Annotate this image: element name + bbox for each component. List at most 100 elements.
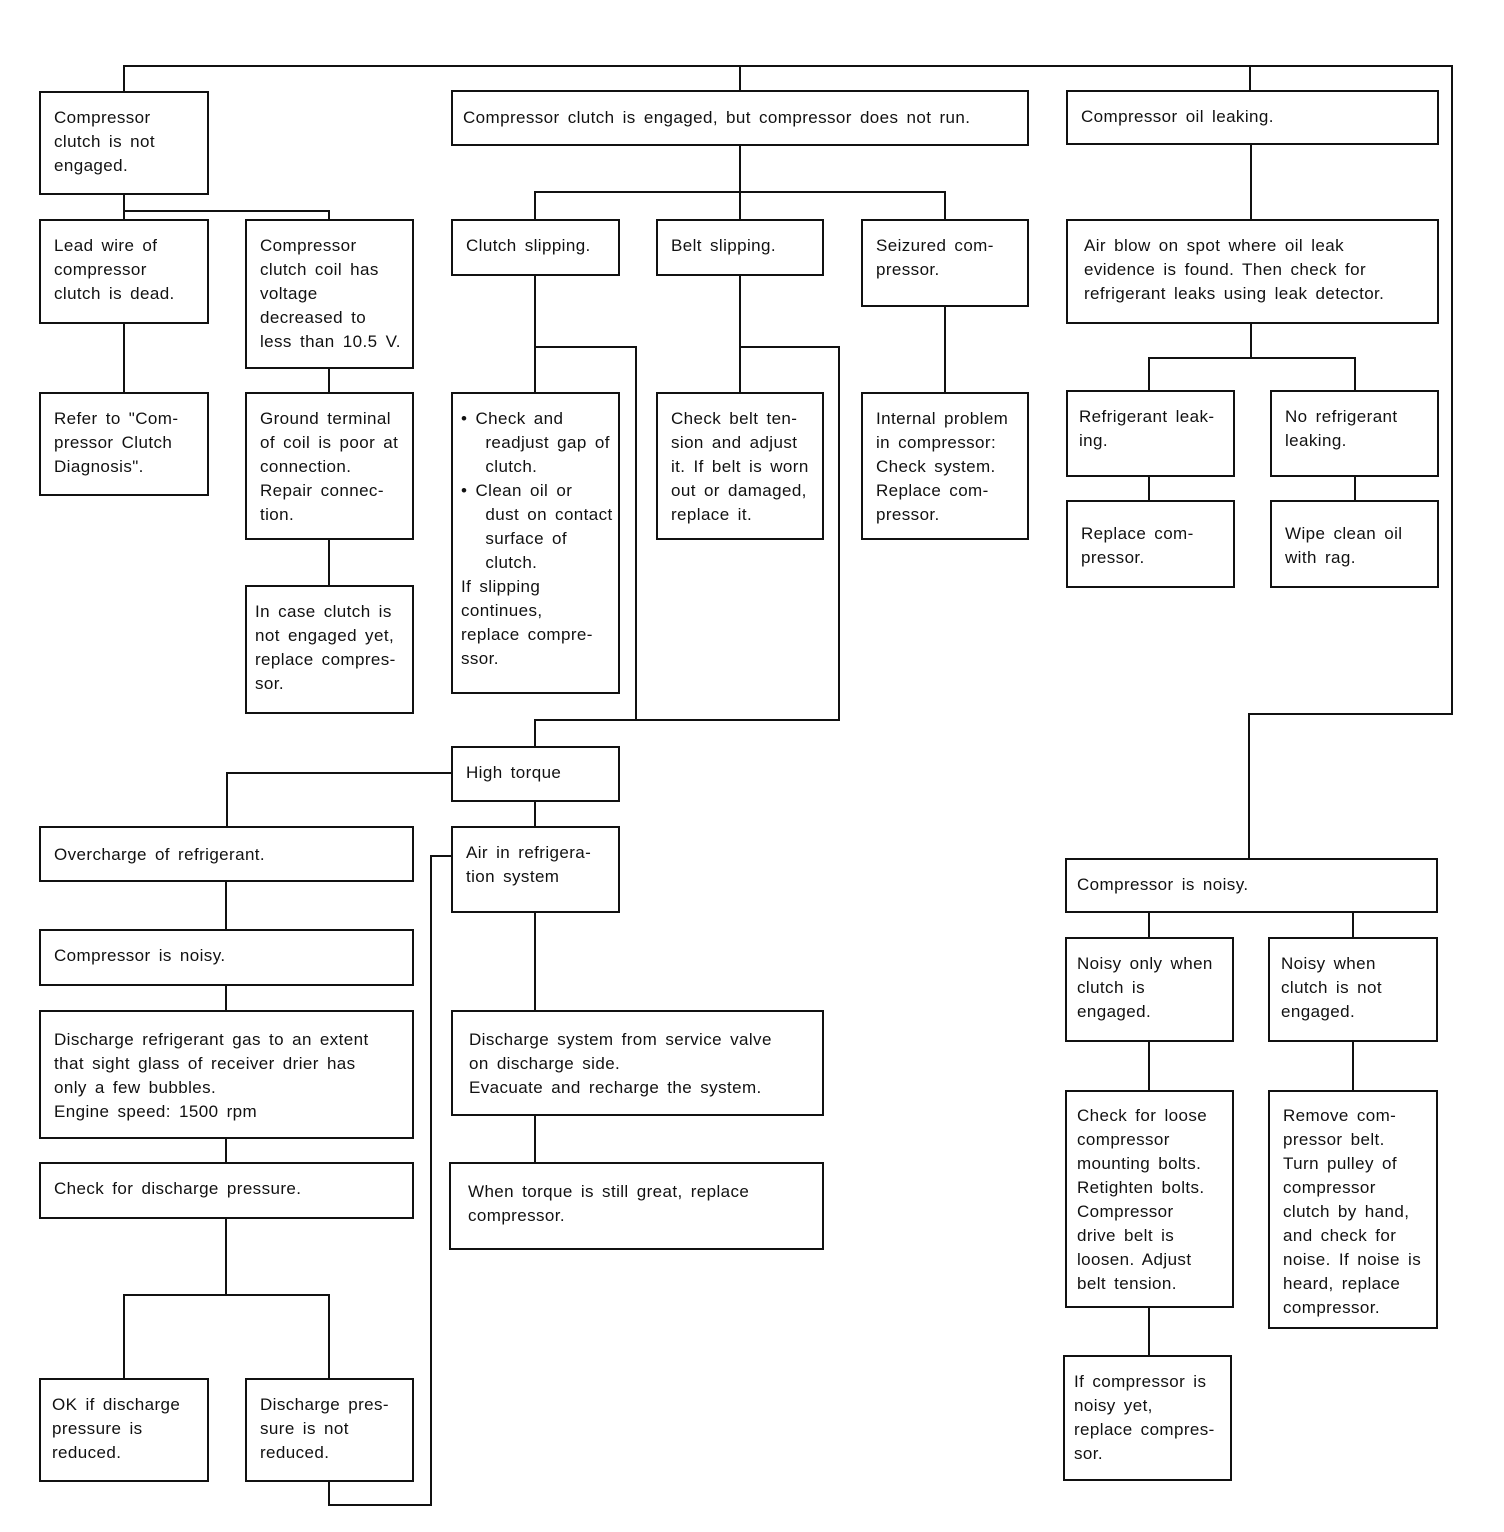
box-text-line: noisy yet, (1074, 1396, 1153, 1415)
box-if-still-noisy: If compressor is noisy yet, replace compre… (1063, 1355, 1232, 1481)
box-text-line: surface of (461, 529, 568, 548)
box-text-line: clutch by hand, (1283, 1202, 1410, 1221)
box-text-line: pressor. (1081, 548, 1145, 567)
box-text-line: clutch is dead. (54, 284, 175, 303)
box-replace-compressor-leak: Replace com-pressor. (1066, 500, 1235, 588)
box-text-line: Compressor oil leaking. (1081, 107, 1274, 126)
box-text-line: only a few bubbles. (54, 1078, 217, 1097)
box-text-line: Compressor is noisy. (54, 946, 226, 965)
box-text-line: Check system. (876, 457, 996, 476)
box-text-line: clutch. (461, 553, 538, 572)
box-text-line: When torque is still great, replace (468, 1182, 750, 1201)
box-text-line: it. If belt is worn (671, 457, 809, 476)
box-text-line: of coil is poor at (260, 433, 399, 452)
box-text-line: connection. (260, 457, 352, 476)
connector-line (123, 65, 1453, 858)
connector-line (123, 1219, 227, 1378)
box-text-line: clutch. (461, 457, 538, 476)
box-text-line: Discharge refrigerant gas to an extent (54, 1030, 369, 1049)
box-text-line: Wipe clean oil (1285, 524, 1403, 543)
box-text-line: Compressor is noisy. (1077, 875, 1249, 894)
connector-line (535, 346, 637, 720)
box-text-line: ssor. (461, 649, 499, 668)
box-text-line: Refrigerant leak- (1079, 407, 1215, 426)
connector-line (1251, 357, 1356, 390)
box-text-line: with rag. (1285, 548, 1356, 567)
box-text-line: Overcharge of refrigerant. (54, 845, 266, 864)
box-oil-leaking: Compressor oil leaking. (1066, 90, 1439, 145)
box-text-line: drive belt is (1077, 1226, 1175, 1245)
box-belt-slipping: Belt slipping. (656, 219, 824, 276)
box-text-line: Check for discharge pressure. (54, 1179, 302, 1198)
box-text-line: noise. If noise is (1283, 1250, 1422, 1269)
box-text-line: OK if discharge (52, 1395, 181, 1414)
box-text-line: refrigerant leaks using leak detector. (1084, 284, 1385, 303)
box-text-line: No refrigerant (1285, 407, 1398, 426)
box-text-line: pressor Clutch (54, 433, 173, 452)
box-text-line: If compressor is (1074, 1372, 1207, 1391)
box-text-line: Repair connec- (260, 481, 384, 500)
box-text-line: Internal problem (876, 409, 1009, 428)
box-text-line: Compressor (54, 108, 151, 127)
box-text-line: clutch is (1077, 978, 1146, 997)
box-text-line: In case clutch is (255, 602, 392, 621)
box-in-case-clutch: In case clutch is not engaged yet, replace… (245, 585, 414, 714)
box-text-line: replace compres- (1074, 1420, 1215, 1439)
box-text-line: Ground terminal (260, 409, 391, 428)
box-text-line: belt tension. (1077, 1274, 1177, 1293)
box-text-line: on discharge side. (469, 1054, 621, 1073)
connector-line (534, 346, 840, 746)
box-text-line: • Check and (461, 409, 564, 428)
connector-line (1148, 324, 1252, 390)
box-text-line: Air in refrigera- (466, 843, 592, 862)
box-text-line: Replace com- (1081, 524, 1194, 543)
box-text-line: tion system (466, 867, 560, 886)
box-text-line: reduced. (52, 1443, 122, 1462)
box-text-line: replace compre- (461, 625, 593, 644)
box-text-line: Turn pulley of (1283, 1154, 1397, 1173)
box-text-line: Clutch slipping. (466, 236, 591, 255)
connector-line (534, 146, 741, 219)
box-text-line: out or damaged, (671, 481, 807, 500)
box-text-line: compressor. (1283, 1298, 1380, 1317)
box-clutch-slipping: Clutch slipping. (451, 219, 620, 276)
box-text-line: Air blow on spot where oil leak (1084, 236, 1345, 255)
box-text-line: Compressor clutch is engaged, but compre… (463, 108, 971, 127)
box-text-line: ing. (1079, 431, 1109, 450)
box-text-line: voltage (260, 284, 318, 303)
box-text-line: replace compres- (255, 650, 396, 669)
box-text-line: continues, (461, 601, 543, 620)
box-refrigerant-leaking: Refrigerant leak-ing. (1066, 390, 1235, 477)
box-text-line: Noisy only when (1077, 954, 1213, 973)
box-seizured: Seizured com-pressor. (861, 219, 1029, 307)
box-text-line: readjust gap of (461, 433, 610, 452)
box-text-line: If slipping (461, 577, 541, 596)
box-text-line: Lead wire of (54, 236, 158, 255)
box-text-line: pressure is (52, 1419, 143, 1438)
box-ok-reduced: OK if discharge pressure is reduced. (39, 1378, 209, 1482)
box-text-line: replace it. (671, 505, 753, 524)
box-ground-terminal: Ground terminal of coil is poor at connect… (245, 392, 414, 540)
box-text-line: not engaged yet, (255, 626, 395, 645)
box-text-line: engaged. (1077, 1002, 1152, 1021)
box-check-discharge-pressure: Check for discharge pressure. (39, 1162, 414, 1219)
box-text-line: Engine speed: 1500 rpm (54, 1102, 258, 1121)
box-text-line: Compressor (1077, 1202, 1174, 1221)
box-text-line: Check belt ten- (671, 409, 798, 428)
box-text-line: tion. (260, 505, 295, 524)
box-text-line: Discharge pres- (260, 1395, 389, 1414)
box-check-readjust: • Check and readjust gap of clutch.• Cle… (451, 392, 620, 694)
